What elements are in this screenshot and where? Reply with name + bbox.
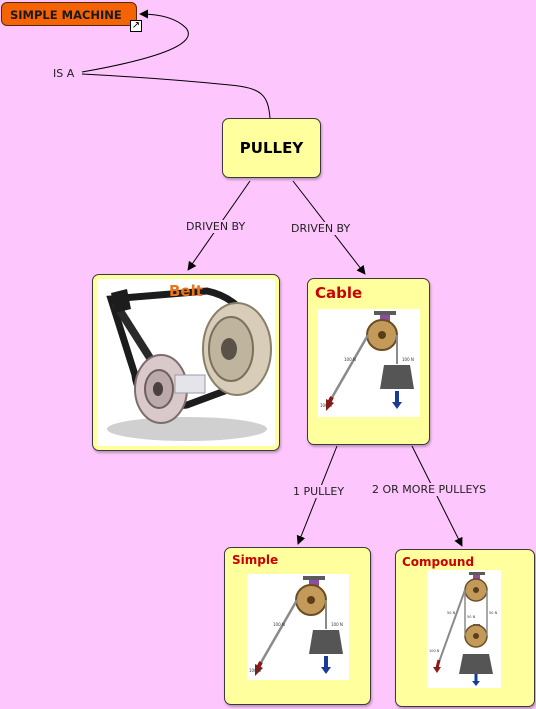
- simple-right-force: 100 N: [331, 622, 343, 627]
- single-pulley-image: 100 N 100 N 100 N: [318, 309, 420, 417]
- link-cable-to-compound: [411, 445, 463, 547]
- link-label-one-pulley: 1 PULLEY: [292, 485, 346, 498]
- link-label-two-or-more: 2 OR MORE PULLEYS: [371, 483, 488, 496]
- belt-drive-image: [97, 279, 275, 446]
- compound-force-2: 50 N: [489, 611, 498, 615]
- simple-node[interactable]: Simple 100 N 100 N 100 N: [224, 547, 371, 705]
- cable-right-force: 100 N: [402, 357, 414, 362]
- compound-title: Compound: [402, 555, 475, 569]
- compound-force-4: 100 N: [429, 649, 440, 653]
- link-label-driven-by-left: DRIVEN BY: [185, 220, 247, 233]
- compound-node[interactable]: Compound 50 N 50 N 50 N 100 N: [395, 549, 535, 707]
- simple-left-force: 100 N: [249, 668, 261, 673]
- pulley-label: PULLEY: [239, 139, 304, 157]
- belt-node[interactable]: Belt: [92, 274, 280, 451]
- pulley-node[interactable]: PULLEY: [222, 118, 321, 178]
- link-pulley-to-isa: [81, 73, 271, 119]
- shortcut-arrow-icon[interactable]: ↗: [130, 20, 142, 32]
- simple-machine-node[interactable]: SIMPLE MACHINE: [1, 2, 137, 26]
- cable-rope-label: 100 N: [344, 357, 356, 362]
- cable-left-force: 100 N: [320, 403, 332, 408]
- simple-title: Simple: [232, 553, 279, 567]
- belt-title: Belt: [169, 282, 203, 300]
- compound-pulley-image: 50 N 50 N 50 N 100 N: [427, 570, 501, 688]
- simple-pulley-image: 100 N 100 N 100 N: [247, 574, 349, 680]
- link-label-driven-by-right: DRIVEN BY: [290, 222, 352, 235]
- compound-force-1: 50 N: [447, 611, 456, 615]
- cable-node[interactable]: Cable 100 N 100 N 100 N: [307, 278, 430, 445]
- simple-machine-label: SIMPLE MACHINE: [10, 8, 122, 22]
- compound-force-3: 50 N: [467, 615, 476, 619]
- cable-title: Cable: [315, 284, 363, 302]
- link-label-is-a: IS A: [52, 67, 76, 80]
- link-isa-to-root: [81, 9, 189, 73]
- simple-rope-label: 100 N: [273, 622, 285, 627]
